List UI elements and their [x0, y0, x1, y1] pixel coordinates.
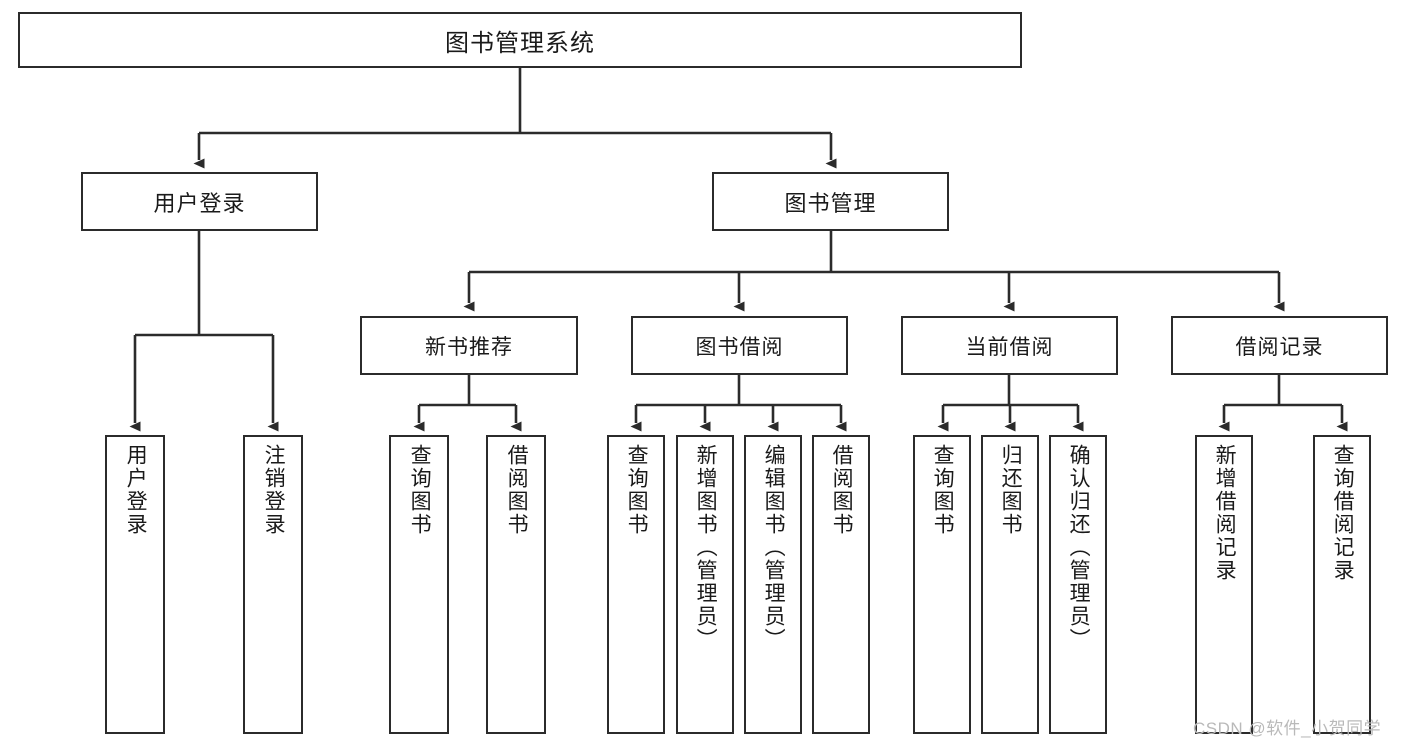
- node-label: 编辑图书（管理员）: [762, 444, 786, 651]
- leaf-borrow-book-recommend[interactable]: 借阅图书: [486, 435, 546, 734]
- leaf-confirm-return-admin[interactable]: 确认归还（管理员）: [1049, 435, 1107, 734]
- node-label: 查询借阅记录: [1331, 444, 1355, 582]
- node-label: 查询图书: [408, 444, 432, 536]
- node-root-book-management-system[interactable]: 图书管理系统: [18, 12, 1022, 68]
- node-label: 新书推荐: [425, 335, 513, 359]
- leaf-query-book-borrow[interactable]: 查询图书: [607, 435, 665, 734]
- node-label: 借阅记录: [1235, 335, 1324, 359]
- node-label: 查询图书: [931, 444, 955, 536]
- leaf-query-book-current[interactable]: 查询图书: [913, 435, 971, 734]
- node-book-management[interactable]: 图书管理: [712, 172, 949, 231]
- node-label: 图书管理: [784, 190, 877, 216]
- leaf-user-login[interactable]: 用户登录: [105, 435, 165, 734]
- node-label: 新增图书（管理员）: [694, 444, 718, 651]
- node-borrow-record[interactable]: 借阅记录: [1171, 316, 1388, 375]
- node-label: 借阅图书: [830, 444, 854, 536]
- watermark: CSDN @软件_小贺同学: [1193, 719, 1382, 738]
- node-label: 确认归还（管理员）: [1067, 444, 1091, 651]
- node-label: 图书管理系统: [445, 29, 595, 57]
- node-label: 新增借阅记录: [1213, 444, 1237, 582]
- node-book-borrow[interactable]: 图书借阅: [631, 316, 848, 375]
- node-current-borrow[interactable]: 当前借阅: [901, 316, 1118, 375]
- leaf-add-borrow-record[interactable]: 新增借阅记录: [1195, 435, 1253, 734]
- node-label: 归还图书: [999, 444, 1023, 536]
- node-label: 借阅图书: [505, 444, 529, 536]
- node-user-login[interactable]: 用户登录: [81, 172, 318, 231]
- node-label: 用户登录: [124, 444, 148, 536]
- node-new-book-recommend[interactable]: 新书推荐: [360, 316, 578, 375]
- leaf-edit-book-admin[interactable]: 编辑图书（管理员）: [744, 435, 802, 734]
- leaf-add-book-admin[interactable]: 新增图书（管理员）: [676, 435, 734, 734]
- leaf-return-book[interactable]: 归还图书: [981, 435, 1039, 734]
- node-label: 当前借阅: [965, 335, 1054, 359]
- leaf-query-book-recommend[interactable]: 查询图书: [389, 435, 449, 734]
- leaf-borrow-book[interactable]: 借阅图书: [812, 435, 870, 734]
- node-label: 用户登录: [153, 190, 246, 216]
- leaf-query-borrow-record[interactable]: 查询借阅记录: [1313, 435, 1371, 734]
- node-label: 查询图书: [625, 444, 649, 536]
- leaf-logout[interactable]: 注销登录: [243, 435, 303, 734]
- node-label: 图书借阅: [695, 335, 784, 359]
- node-label: 注销登录: [262, 444, 286, 536]
